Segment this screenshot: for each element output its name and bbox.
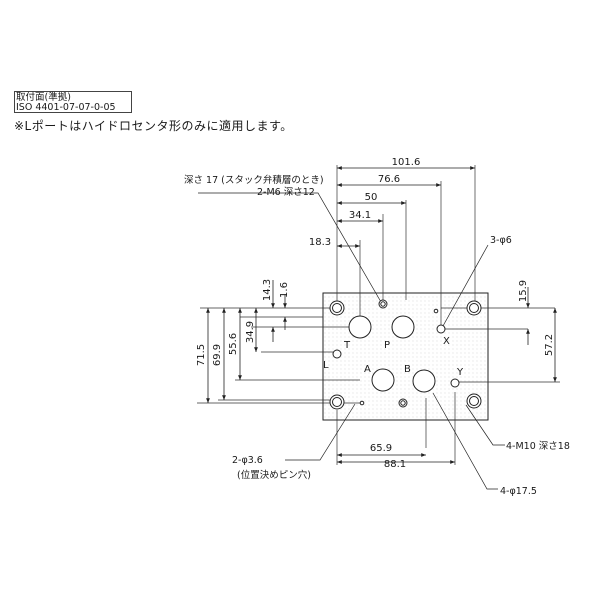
port-x-hole <box>436 324 446 334</box>
subplate-body <box>322 292 489 421</box>
port-l-hole <box>332 349 342 359</box>
phi6-callout: 3-φ6 <box>490 235 512 246</box>
dim-69-9: 69.9 <box>212 344 223 366</box>
vertical-dimensions <box>206 280 557 403</box>
port-b-label: B <box>404 364 411 375</box>
port-diameter-callout: 4-φ17.5 <box>500 486 537 497</box>
port-y-hole <box>450 378 460 388</box>
dim-88-1: 88.1 <box>384 459 406 470</box>
dim-50: 50 <box>365 192 378 203</box>
port-y-label: Y <box>456 367 464 378</box>
port-b-hole <box>412 369 436 393</box>
pin-hole-callout: 2-φ3.6 <box>232 455 263 466</box>
locating-pin-hole <box>433 308 439 314</box>
port-p-label: P <box>384 340 390 351</box>
port-p-hole <box>391 315 415 339</box>
leader-lines <box>198 192 505 490</box>
dim-76-6: 76.6 <box>378 174 400 185</box>
dim-1-6: 1.6 <box>279 282 290 298</box>
m6-hole <box>378 299 388 309</box>
port-a-label: A <box>364 364 371 375</box>
port-a-hole <box>371 368 395 392</box>
mounting-face-label: 取付面(準拠) <box>16 92 71 103</box>
horizontal-dimensions <box>337 166 475 464</box>
dim-15-9: 15.9 <box>518 280 529 302</box>
port-x-label: X <box>443 336 450 347</box>
dim-65-9: 65.9 <box>370 443 392 454</box>
dim-57-2: 57.2 <box>544 334 555 356</box>
dim-34-1: 34.1 <box>349 210 371 221</box>
dim-34-9: 34.9 <box>245 321 256 343</box>
dim-101-6: 101.6 <box>392 157 421 168</box>
dim-55-6: 55.6 <box>228 333 239 355</box>
header-box <box>14 91 132 113</box>
pin-hole-note: (位置決めピン穴) <box>237 469 311 481</box>
dim-71-5: 71.5 <box>196 344 207 366</box>
l-port-note: ※Lポートはハイドロセンタ形のみに適用します。 <box>14 119 293 133</box>
iso-standard-label: ISO 4401-07-07-0-05 <box>16 102 116 113</box>
dim-18-3: 18.3 <box>309 237 331 248</box>
stack-depth-callout: 深さ 17 (スタック弁積層のとき) <box>184 174 324 186</box>
holes <box>329 299 482 410</box>
extension-lines <box>197 165 560 465</box>
port-t-label: T <box>343 340 351 351</box>
m6-thread-callout: 2-M6 深さ12 <box>257 187 315 198</box>
port-t-hole <box>348 315 372 339</box>
m10-thread-callout: 4-M10 深さ18 <box>506 441 570 452</box>
m6-hole <box>398 398 408 408</box>
dim-14-3: 14.3 <box>262 279 273 301</box>
locating-pin-hole <box>359 400 365 406</box>
port-l-label: L <box>323 360 329 371</box>
